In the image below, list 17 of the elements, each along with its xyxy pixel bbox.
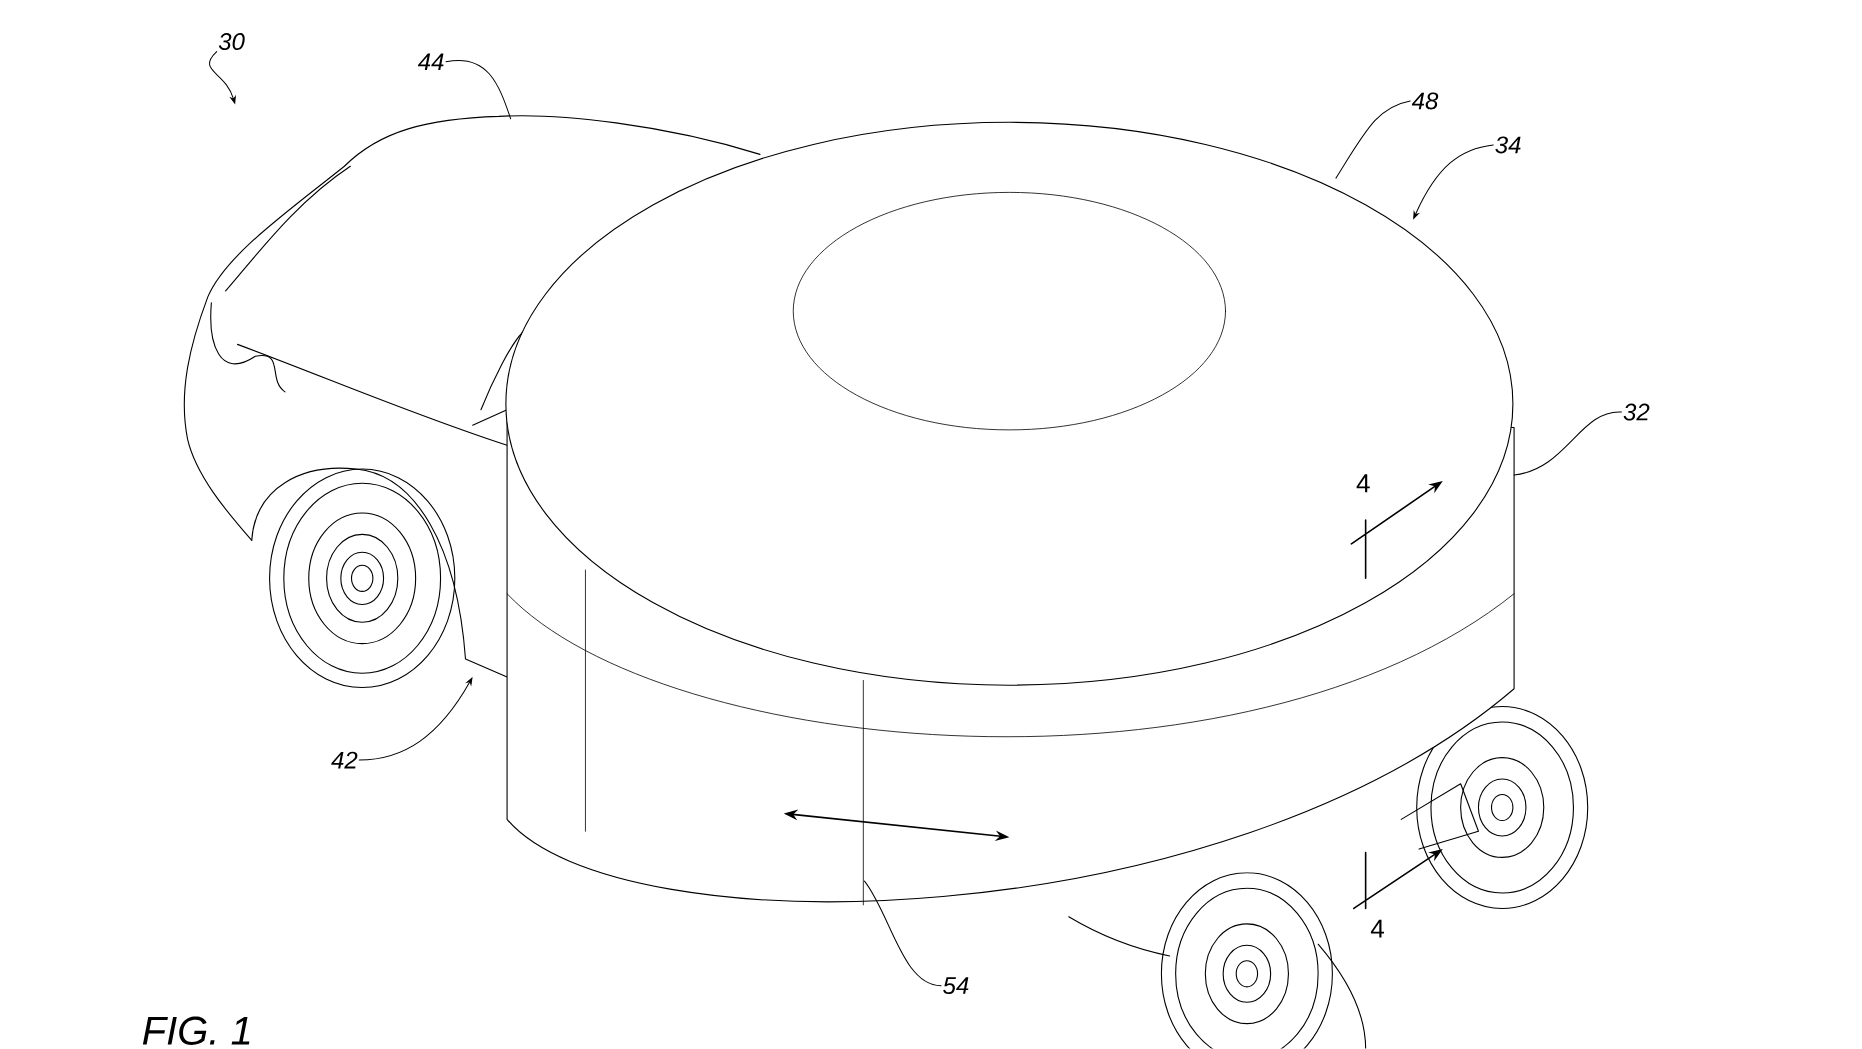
reference-numeral: 34 — [1495, 136, 1521, 154]
reference-numeral: 54 — [943, 977, 969, 995]
leader-line — [208, 51, 236, 104]
section-number: 4 — [1356, 474, 1370, 493]
reference-numeral: 42 — [331, 751, 358, 769]
leader-line — [445, 60, 512, 120]
reference-numeral: 30 — [218, 33, 245, 51]
leader-line — [358, 677, 473, 761]
leader-line — [1413, 144, 1494, 220]
reference-numeral: 32 — [1623, 403, 1650, 421]
section-number: 4 — [1370, 919, 1384, 938]
reference-numeral: 44 — [417, 53, 444, 71]
leader-line — [1335, 100, 1411, 179]
reference-numeral: 48 — [1411, 92, 1439, 110]
leader-line — [864, 880, 942, 987]
figure-caption: FIG. 1 — [142, 1016, 250, 1046]
leader-line — [1513, 411, 1622, 476]
